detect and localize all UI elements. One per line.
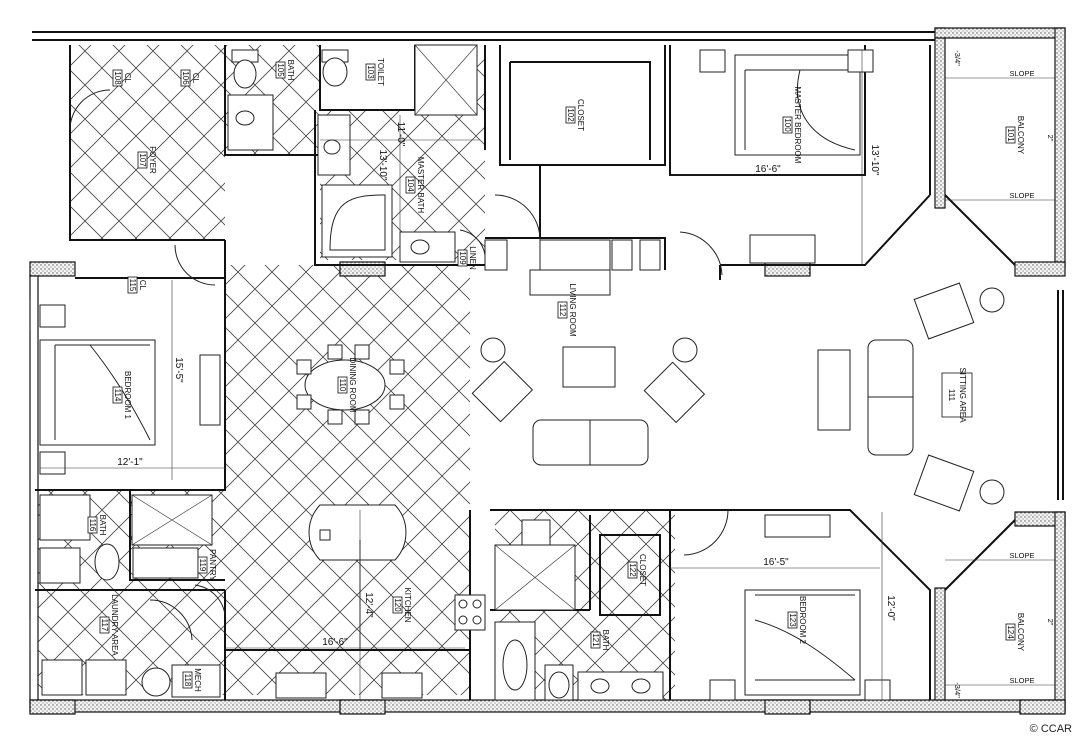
- label-kitchen: KITCHEN: [403, 587, 412, 622]
- label-bedroom-2: BEDROOM 2: [798, 596, 807, 645]
- slope-note-4: SLOPE: [1009, 676, 1034, 685]
- tag-foyer: 107: [138, 153, 147, 167]
- tag-linen: 109: [458, 251, 467, 265]
- label-living-room: LIVING ROOM: [568, 283, 577, 337]
- tag-dining-room: 110: [338, 379, 347, 392]
- fixtures: [39, 44, 664, 701]
- drop-note-2: -3/4": [953, 682, 962, 698]
- tag-bath-121: 121: [591, 633, 600, 647]
- tag-pantry: 119: [198, 559, 207, 572]
- beds: [39, 49, 891, 701]
- dim-bedroom1-height: 15'-5": [173, 357, 184, 383]
- label-balcony-124: BALCONY: [1016, 613, 1025, 652]
- interior-walls: [35, 45, 1016, 700]
- dim-bedroom2-width: 16'-5": [763, 557, 789, 568]
- label-master-bath: MASTER BATH: [416, 157, 425, 214]
- room-labels: FOYER 107 CL 108 CL 106 BATH 105 TOILET …: [87, 58, 1025, 692]
- tag-balcony-124: 124: [1006, 625, 1015, 639]
- tag-bath-116: 116: [88, 519, 97, 532]
- label-closet-102: CLOSET: [576, 99, 585, 131]
- pitch-note-2: 2": [1046, 619, 1055, 626]
- slope-note-2: SLOPE: [1009, 191, 1034, 200]
- balcony-details: [945, 77, 1055, 686]
- label-linen: LINEN: [468, 246, 477, 270]
- tag-bedroom-1: 114: [113, 389, 122, 402]
- label-bath-105: BATH: [286, 60, 295, 81]
- label-foyer: FOYER: [148, 146, 157, 174]
- label-bath-116: BATH: [98, 515, 107, 536]
- label-dining-room: DINING ROOM: [348, 357, 357, 412]
- balcony-slope-notes: SLOPE SLOPE SLOPE SLOPE -3/4" -3/4" 2" 2…: [953, 50, 1055, 698]
- dim-bedroom2-height: 12'-0": [885, 595, 896, 621]
- watermark: © CCAR: [1029, 723, 1072, 735]
- label-cl-115: CL: [138, 280, 147, 291]
- dim-kitchen-height: 12'-4": [363, 592, 374, 618]
- tag-closet-102: 102: [566, 108, 575, 122]
- label-closet-122: CLOSET: [638, 554, 647, 586]
- tag-bedroom-2: 123: [788, 613, 797, 627]
- dim-bedroom1-width: 12'-1": [117, 457, 143, 468]
- tag-bath-105: 105: [276, 63, 285, 77]
- dimension-labels: 11'-0" 13'-10" 16'-6" 13'-10" 15'-5" 12'…: [117, 122, 896, 648]
- label-bath-121: BATH: [601, 630, 610, 651]
- dressers: [199, 234, 831, 538]
- tag-balcony-101: 101: [1006, 128, 1015, 142]
- slope-note-1: SLOPE: [1009, 69, 1034, 78]
- tag-mech: 118: [183, 674, 192, 687]
- tag-master-bath: 104: [406, 178, 415, 192]
- tag-closet-122: 122: [628, 563, 637, 577]
- tag-sitting-area: 111: [947, 389, 956, 402]
- tag-toilet: 103: [366, 65, 375, 79]
- tag-laundry-area: 117: [100, 619, 109, 632]
- slope-note-3: SLOPE: [1009, 551, 1034, 560]
- tag-living-room: 112: [558, 304, 567, 317]
- tag-cl-106: 106: [181, 71, 190, 85]
- label-balcony-101: BALCONY: [1016, 116, 1025, 155]
- label-toilet: TOILET: [376, 58, 385, 86]
- label-pantry: PANTRY: [208, 549, 217, 581]
- label-mech: MECH: [193, 668, 202, 692]
- dim-master-bath-width: 11'-0": [395, 122, 406, 147]
- dim-master-bed-width: 16'-6": [755, 164, 781, 175]
- tag-kitchen: 120: [393, 598, 402, 612]
- dimension-lines: [40, 50, 883, 700]
- label-sitting-area: SITTING AREA: [958, 367, 967, 423]
- tag-cl-115: 115: [128, 279, 137, 292]
- label-cl-108: CL: [123, 73, 132, 84]
- dim-kitchen-width: 16'-6": [322, 637, 348, 648]
- living-furniture: [471, 282, 1005, 512]
- label-bedroom-1: BEDROOM 1: [123, 371, 132, 420]
- label-laundry-area: LAUNDRY AREA: [110, 594, 119, 656]
- label-master-bedroom: MASTER BEDROOM: [793, 87, 802, 164]
- pitch-note-1: 2": [1046, 135, 1055, 142]
- dim-master-bed-height: 13'-10": [869, 144, 880, 175]
- dim-master-bath-height: 13'-10": [377, 149, 388, 180]
- label-cl-106: CL: [191, 73, 200, 84]
- tag-master-bedroom: 100: [783, 118, 792, 132]
- drop-note-1: -3/4": [953, 50, 962, 66]
- exterior-walls: [29, 27, 1066, 715]
- tag-cl-108: 108: [113, 71, 122, 85]
- kitchen-island: [308, 504, 407, 650]
